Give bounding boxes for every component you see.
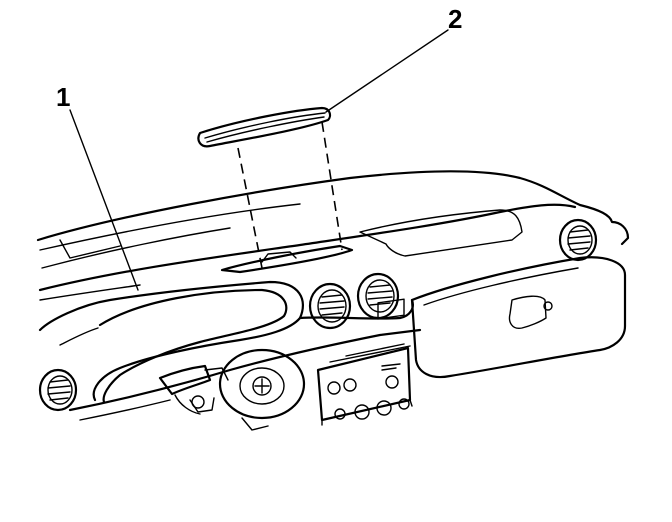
dashboard-upper-pad — [36, 170, 630, 301]
steering-column — [158, 348, 306, 431]
defroster-grille-component — [197, 106, 332, 148]
callout-2: 2 — [448, 4, 462, 34]
center-air-vent-left — [308, 282, 352, 330]
left-air-vent — [38, 368, 78, 412]
dashboard-right-recess — [359, 209, 523, 257]
callout-1: 1 — [56, 82, 70, 112]
instrument-cluster-hood — [38, 280, 304, 404]
leader-lines — [69, 29, 449, 291]
right-air-vent — [558, 218, 598, 262]
glove-box-door — [410, 256, 627, 379]
defroster-opening — [220, 244, 354, 274]
installation-guide-lines — [237, 121, 343, 269]
center-console — [316, 298, 413, 426]
dashboard-lower-edge — [68, 298, 422, 421]
